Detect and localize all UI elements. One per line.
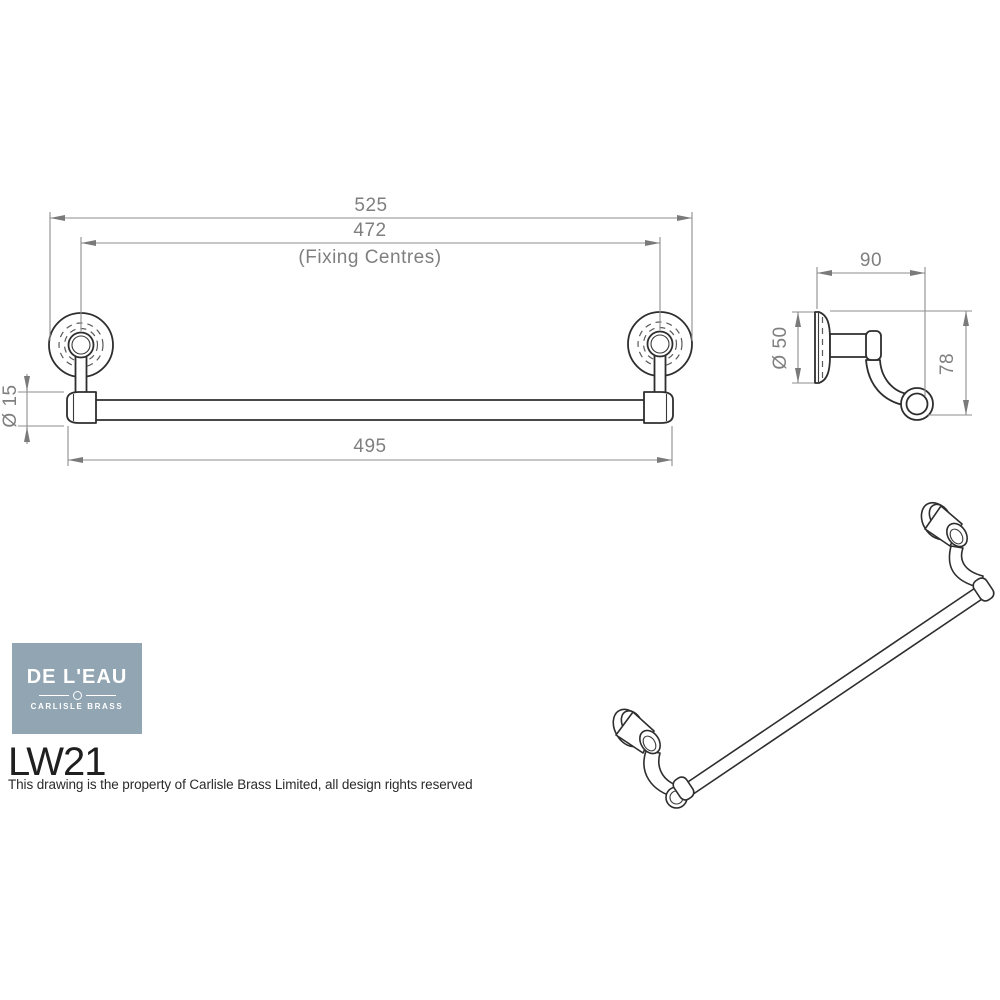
side-view: 90 Ø 50 78	[770, 250, 972, 421]
brand-name: DE L'EAU	[26, 665, 128, 688]
front-view: 525 472 (Fixing Centres) 495 Ø 15	[0, 195, 693, 466]
dim-label-fixing-centres: 472	[353, 220, 386, 241]
product-code: LW21	[8, 740, 107, 784]
dim-label-drop-height: 78	[937, 353, 958, 375]
dim-label-projection: 90	[860, 250, 882, 271]
dim-label-overall: 525	[354, 195, 387, 216]
persp-top-right-collar	[972, 577, 995, 602]
logo-emblem	[38, 690, 116, 700]
side-stem-collar	[865, 330, 882, 361]
front-right-collar	[643, 391, 674, 424]
persp-top-right-bracket	[920, 501, 984, 589]
dim-label-rail-length: 495	[353, 436, 386, 457]
persp-bar	[665, 581, 992, 809]
front-left-collar	[66, 391, 97, 424]
persp-bottom-left-collar	[672, 776, 695, 801]
copyright-icon	[72, 690, 82, 700]
dim-label-fixing-note: (Fixing Centres)	[298, 247, 441, 268]
persp-bottom-left-bracket	[612, 708, 680, 799]
emblem-rule-left	[38, 694, 69, 696]
side-stem	[829, 333, 869, 358]
sub-brand-name: CARLISLE BRASS	[30, 701, 124, 711]
front-right-flange	[627, 311, 693, 394]
front-left-flange	[48, 312, 114, 394]
perspective-view	[612, 501, 995, 809]
side-dimensions: 90 Ø 50 78	[770, 250, 972, 416]
emblem-rule-right	[85, 694, 116, 696]
front-dimensions: 525 472 (Fixing Centres) 495 Ø 15	[0, 195, 693, 466]
front-rail	[94, 399, 646, 421]
disclaimer-text: This drawing is the property of Carlisle…	[8, 777, 473, 792]
brand-logo: DE L'EAU CARLISLE BRASS	[12, 643, 142, 734]
dim-label-flange-diameter: Ø 50	[770, 326, 791, 369]
dim-label-rail-diameter: Ø 15	[0, 384, 21, 427]
